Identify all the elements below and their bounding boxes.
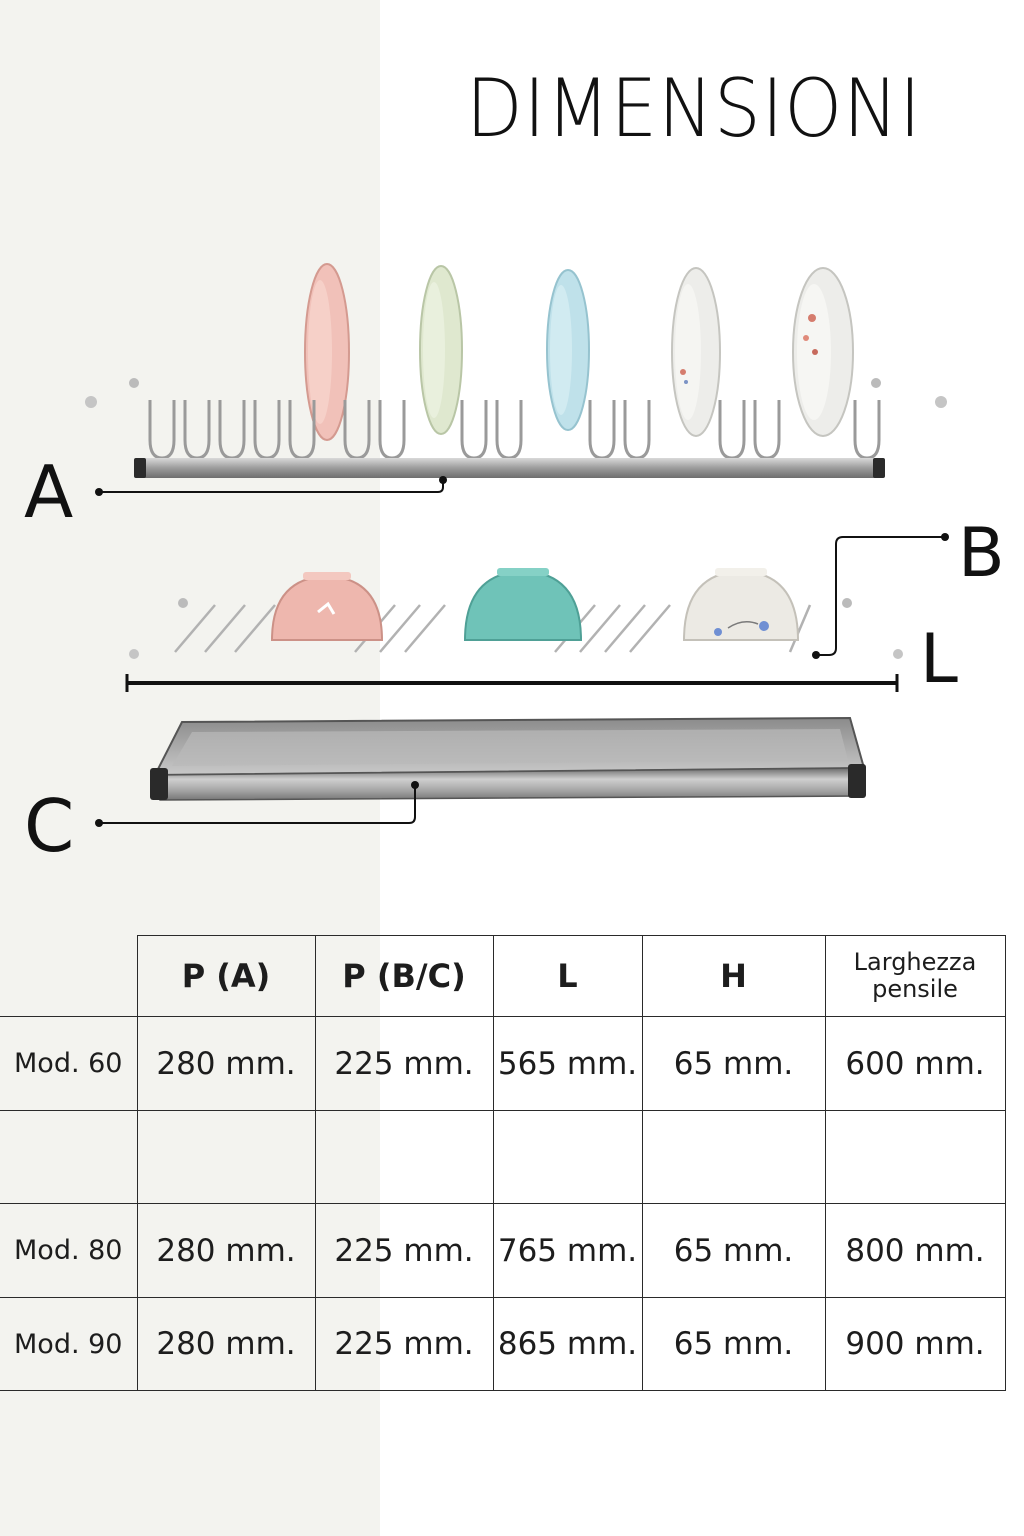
bowl-white-floral (682, 568, 800, 641)
label-c: C (24, 784, 75, 868)
bowl-rack-b (129, 568, 903, 659)
leader-line-c (95, 781, 419, 827)
header-p-bc: P (B/C) (314, 935, 494, 1017)
bowl-pink (270, 572, 384, 641)
table-row: Mod. 60 280 mm. 225 mm. 565 mm. 65 mm. 6… (0, 1016, 1006, 1111)
plate-white-floral (671, 267, 721, 437)
plate-green (419, 265, 463, 435)
table-cell: 65 mm. (641, 1203, 826, 1298)
table-cell: 280 mm. (136, 1297, 316, 1391)
table-cell (824, 1110, 1006, 1204)
table-cell: 765 mm. (492, 1203, 643, 1298)
header-corner (0, 935, 138, 1017)
plate-blue (546, 269, 590, 431)
product-illustration (85, 263, 949, 827)
label-l: L (920, 620, 958, 699)
drip-tray-c (150, 716, 866, 801)
table-cell: 800 mm. (824, 1203, 1006, 1298)
table-cell: 65 mm. (641, 1297, 826, 1391)
leader-line-b (812, 533, 949, 659)
label-b: B (958, 514, 1005, 593)
table-row: Mod. 90 280 mm. 225 mm. 865 mm. 65 mm. 9… (0, 1297, 1006, 1391)
bowl-teal (463, 568, 583, 641)
header-h: H (641, 935, 826, 1017)
header-p-a: P (A) (136, 935, 316, 1017)
header-l: L (492, 935, 643, 1017)
table-row-empty (0, 1110, 1006, 1204)
model-cell (0, 1110, 138, 1204)
plate-rack-a (85, 263, 947, 478)
plate-white-floral-large (792, 267, 854, 437)
table-cell: 280 mm. (136, 1016, 316, 1111)
leader-line-a (95, 476, 447, 496)
table-cell: 65 mm. (641, 1016, 826, 1111)
table-cell (492, 1110, 643, 1204)
table-cell: 600 mm. (824, 1016, 1006, 1111)
label-a: A (24, 450, 74, 534)
table-cell: 280 mm. (136, 1203, 316, 1298)
page-title: DIMENSIONI (466, 62, 922, 155)
table-cell: 900 mm. (824, 1297, 1006, 1391)
header-larghezza-pensile: Larghezza pensile (824, 935, 1006, 1017)
table-cell: 225 mm. (314, 1016, 494, 1111)
table-row: Mod. 80 280 mm. 225 mm. 765 mm. 65 mm. 8… (0, 1203, 1006, 1298)
model-cell: Mod. 80 (0, 1203, 138, 1298)
model-cell: Mod. 90 (0, 1297, 138, 1391)
dimensions-table: P (A) P (B/C) L H Larghezza pensile Mod.… (0, 935, 1006, 1391)
table-cell: 865 mm. (492, 1297, 643, 1391)
table-header-row: P (A) P (B/C) L H Larghezza pensile (0, 935, 1006, 1017)
model-cell: Mod. 60 (0, 1016, 138, 1111)
table-cell: 225 mm. (314, 1203, 494, 1298)
plate-pink (304, 263, 350, 441)
table-cell (136, 1110, 316, 1204)
length-dimension-line (125, 674, 899, 692)
table-cell: 225 mm. (314, 1297, 494, 1391)
table-cell (641, 1110, 826, 1204)
table-cell: 565 mm. (492, 1016, 643, 1111)
table-cell (314, 1110, 494, 1204)
